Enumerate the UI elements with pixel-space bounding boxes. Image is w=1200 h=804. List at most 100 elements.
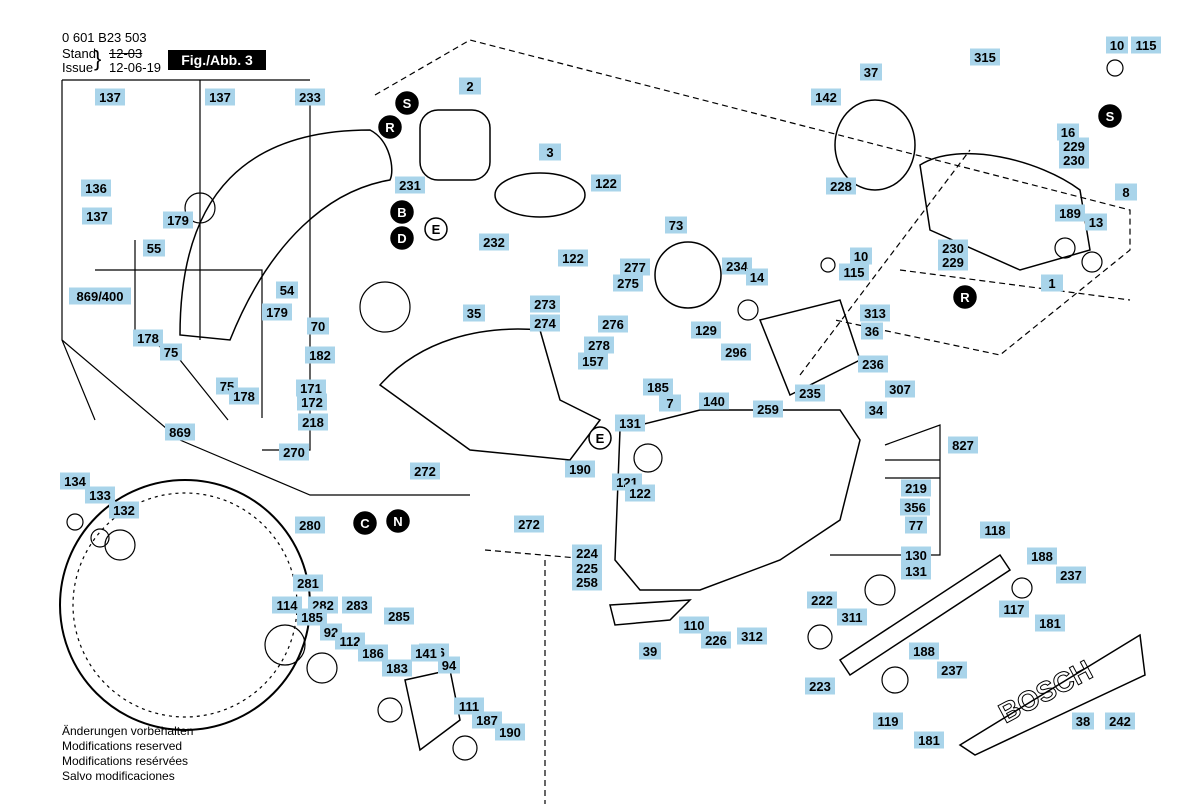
part-label-bg xyxy=(558,249,588,267)
part-label-text: 3 xyxy=(546,145,553,160)
part-label-bg xyxy=(861,322,883,340)
marker-letter: E xyxy=(432,222,441,237)
part-label-115: 115 xyxy=(839,263,869,281)
part-label-179: 179 xyxy=(262,303,292,321)
part-label-text: 283 xyxy=(346,598,368,613)
part-label-94: 94 xyxy=(438,656,460,674)
part-label-text: 274 xyxy=(534,316,556,331)
part-label-text: 272 xyxy=(414,464,436,479)
part-label-111: 111 xyxy=(454,697,484,715)
part-label-bg xyxy=(109,501,139,519)
part-label-183: 183 xyxy=(382,659,412,677)
part-label-bg xyxy=(295,516,325,534)
part-label-bg xyxy=(591,174,621,192)
part-label-text: 111 xyxy=(459,699,479,714)
part-label-bg xyxy=(1035,614,1065,632)
part-label-37: 37 xyxy=(860,63,882,81)
part-label-14: 14 xyxy=(746,268,768,286)
part-label-bg xyxy=(900,498,930,516)
footer-notes: Änderungen vorbehalten Modifications res… xyxy=(62,724,193,784)
part-label-73: 73 xyxy=(665,216,687,234)
marker-circle xyxy=(953,285,977,309)
part-label-bg xyxy=(679,616,709,634)
part-label-219: 219 xyxy=(901,479,931,497)
part-label-228: 228 xyxy=(826,177,856,195)
part-label-131: 131 xyxy=(901,562,931,580)
part-label-bg xyxy=(598,315,628,333)
marker-circle xyxy=(588,426,612,450)
part-label-242: 242 xyxy=(1105,712,1135,730)
part-label-234: 234 xyxy=(722,257,752,275)
part-label-bg xyxy=(296,379,326,397)
part-label-text: 185 xyxy=(647,380,669,395)
part-label-869-400: 869/400 xyxy=(69,287,131,305)
part-label-2: 2 xyxy=(459,77,481,95)
part-label-141: 141 xyxy=(411,644,441,662)
part-label-text: 313 xyxy=(864,306,886,321)
part-label-text: 242 xyxy=(1109,714,1131,729)
part-label-text: 70 xyxy=(311,319,325,334)
part-label-bg xyxy=(411,644,441,662)
part-label-bg xyxy=(858,355,888,373)
part-label-157: 157 xyxy=(578,352,608,370)
part-label-186: 186 xyxy=(358,644,388,662)
part-label-bg xyxy=(615,414,645,432)
part-label-137: 137 xyxy=(95,88,125,106)
part-label-171: 171 xyxy=(296,379,326,397)
part-label-bg xyxy=(472,711,502,729)
reference-marker-n: N xyxy=(386,509,410,533)
part-label-text: 157 xyxy=(582,354,604,369)
part-label-bg xyxy=(639,642,661,660)
reference-marker-e: E xyxy=(424,217,448,241)
part-label-bg xyxy=(514,515,544,533)
part-label-bg xyxy=(342,596,372,614)
part-label-280: 280 xyxy=(295,516,325,534)
part-label-text: 307 xyxy=(889,382,911,397)
part-label-bg xyxy=(395,176,425,194)
reference-marker-b: B xyxy=(390,200,414,224)
part-label-181: 181 xyxy=(1035,614,1065,632)
part-label-text: 8 xyxy=(1122,185,1129,200)
part-label-bg xyxy=(1059,137,1089,155)
part-label-bg xyxy=(795,384,825,402)
part-label-bg xyxy=(721,343,751,361)
part-label-bg xyxy=(865,401,887,419)
part-label-270: 270 xyxy=(279,443,309,461)
part-label-text: 235 xyxy=(799,386,821,401)
part-label-827: 827 xyxy=(948,436,978,454)
part-label-179: 179 xyxy=(163,211,193,229)
part-label-130: 130 xyxy=(901,546,931,564)
part-label-122: 122 xyxy=(591,174,621,192)
part-label-text: 178 xyxy=(137,331,159,346)
part-label-122: 122 xyxy=(625,484,655,502)
marker-letter: E xyxy=(596,431,605,446)
part-label-bg xyxy=(578,352,608,370)
part-label-bg xyxy=(382,659,412,677)
part-label-bg xyxy=(205,88,235,106)
marker-letter: D xyxy=(397,231,406,246)
part-label-bg xyxy=(495,723,525,741)
part-label-313: 313 xyxy=(860,304,890,322)
part-label-text: 137 xyxy=(99,90,121,105)
part-label-text: 77 xyxy=(909,518,923,533)
part-label-text: 281 xyxy=(297,576,319,591)
part-label-133: 133 xyxy=(85,486,115,504)
part-label-bg xyxy=(839,263,869,281)
marker-letter: R xyxy=(960,290,970,305)
part-label-text: 312 xyxy=(741,629,763,644)
marker-circle xyxy=(378,115,402,139)
part-label-229: 229 xyxy=(1059,137,1089,155)
part-label-187: 187 xyxy=(472,711,502,729)
part-label-text: 230 xyxy=(1063,153,1085,168)
part-label-text: 185 xyxy=(301,610,323,625)
part-label-bg xyxy=(572,544,602,562)
part-label-bg xyxy=(643,378,673,396)
part-label-7: 7 xyxy=(659,394,681,412)
part-label-bg xyxy=(746,268,768,286)
part-label-text: 37 xyxy=(864,65,878,80)
part-label-text: 869 xyxy=(169,425,191,440)
part-label-115: 115 xyxy=(1131,36,1161,54)
part-label-text: 14 xyxy=(750,270,765,285)
part-label-bg xyxy=(454,697,484,715)
part-label-277: 277 xyxy=(620,258,650,276)
